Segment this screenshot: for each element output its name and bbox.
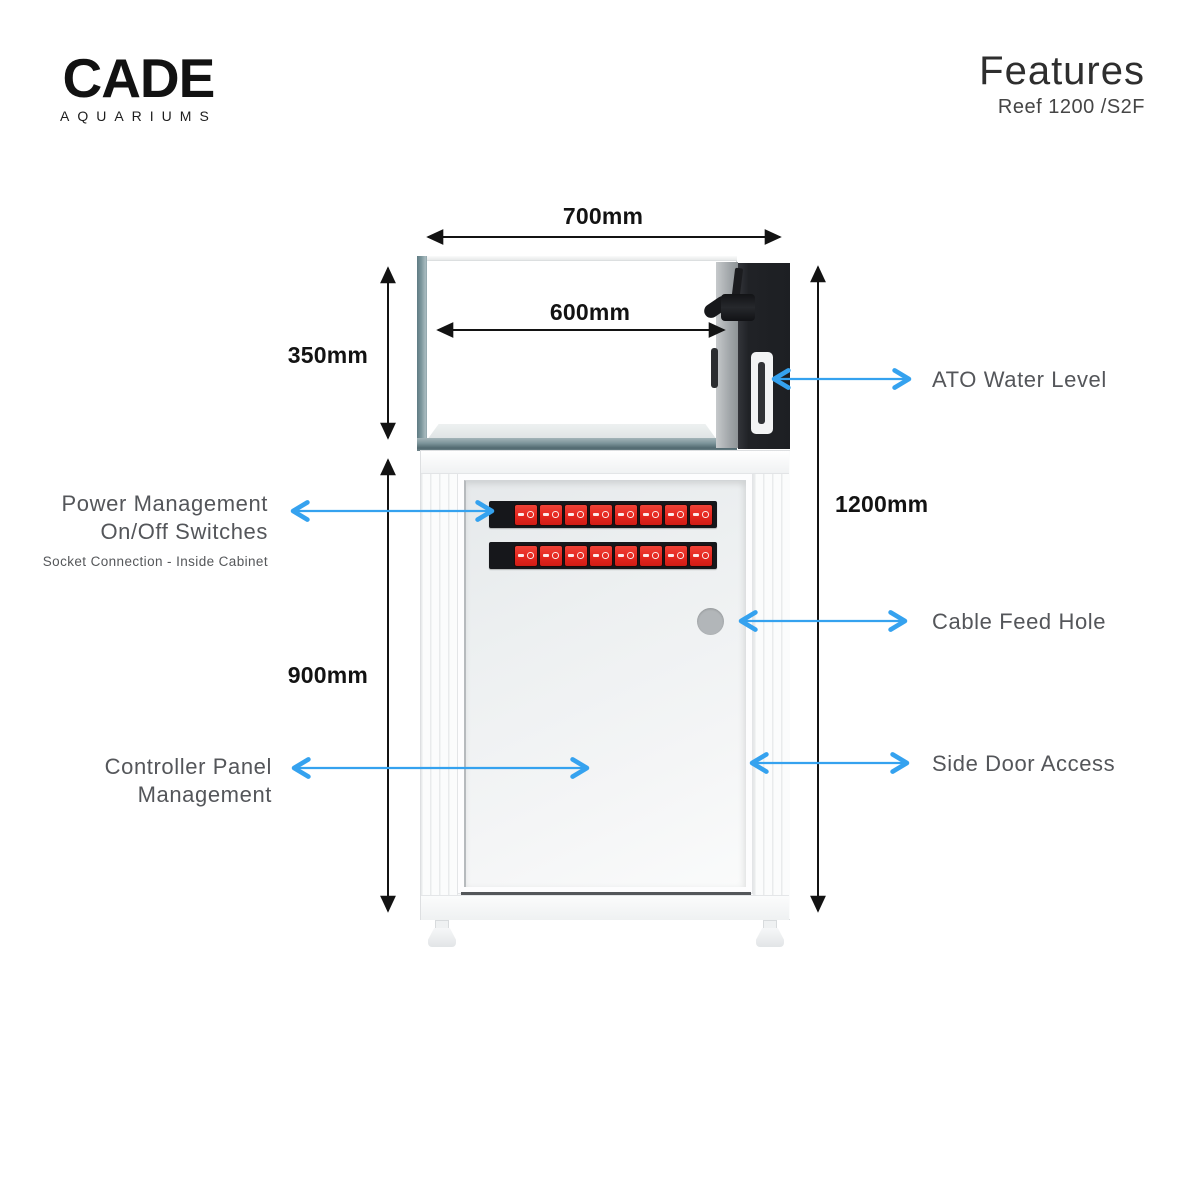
stand-cabinet: [420, 450, 790, 947]
cable-feed-hole: [697, 608, 724, 635]
switch-on-icon: [668, 554, 674, 557]
label-cable-feed-hole: Cable Feed Hole: [932, 609, 1107, 634]
switch-on-icon: [518, 554, 524, 557]
cabinet-foot-left: [428, 920, 456, 947]
weir-slot: [711, 348, 718, 388]
power-switch: [589, 544, 613, 567]
sheet-header: Features Reef 1200 /S2F: [979, 48, 1145, 119]
switch-on-icon: [643, 554, 649, 557]
power-switch: [639, 544, 663, 567]
power-switch-strip-2: [489, 542, 717, 569]
switch-off-icon: [652, 552, 659, 559]
cabinet-door-frame: [457, 473, 753, 894]
controller-label-line2: Management: [137, 782, 272, 807]
plumbing-valve-body: [721, 294, 755, 321]
power-switch: [664, 503, 688, 526]
page-title: Features: [979, 49, 1145, 93]
power-switch: [564, 503, 588, 526]
door-bottom-gap: [461, 892, 751, 895]
label-power-management: Power Management On/Off Switches Socket …: [30, 490, 268, 569]
cabinet-top-rail: [421, 451, 789, 474]
controller-label-line1: Controller Panel: [104, 754, 272, 779]
model-subtitle: Reef 1200 /S2F: [997, 96, 1145, 118]
switch-on-icon: [643, 513, 649, 516]
switch-off-icon: [702, 552, 709, 559]
switch-off-icon: [527, 552, 534, 559]
label-controller-panel: Controller Panel Management: [60, 753, 272, 809]
power-switch: [614, 503, 638, 526]
switch-on-icon: [618, 554, 624, 557]
dim-label-600mm: 600mm: [549, 299, 631, 325]
tank-bottom-glass: [417, 438, 737, 451]
dim-label-900mm: 900mm: [287, 662, 368, 688]
switch-off-icon: [602, 552, 609, 559]
label-side-door-access: Side Door Access: [932, 751, 1116, 776]
power-label-line1: Power Management: [61, 491, 268, 516]
switch-off-icon: [577, 511, 584, 518]
switch-on-icon: [568, 513, 574, 516]
power-switch: [564, 544, 588, 567]
cabinet-right-rail: [753, 451, 790, 919]
switch-off-icon: [602, 511, 609, 518]
switch-on-icon: [593, 513, 599, 516]
power-switch-strip-1: [489, 501, 717, 528]
tank-top-rim: [417, 256, 737, 261]
switch-off-icon: [677, 552, 684, 559]
power-label-note: Socket Connection - Inside Cabinet: [42, 554, 268, 569]
switch-off-icon: [652, 511, 659, 518]
power-switch: [514, 503, 538, 526]
cabinet-bottom-rail: [421, 895, 789, 920]
brand-logo: CADE AQUARIUMS: [60, 50, 217, 124]
dim-label-700mm: 700mm: [562, 203, 644, 229]
power-switch: [639, 503, 663, 526]
power-switch: [614, 544, 638, 567]
power-switch: [664, 544, 688, 567]
cabinet-foot-right: [756, 920, 784, 947]
switch-off-icon: [627, 552, 634, 559]
switch-on-icon: [693, 554, 699, 557]
power-switch: [689, 503, 713, 526]
switch-on-icon: [593, 554, 599, 557]
power-switch: [514, 544, 538, 567]
tank-floor: [427, 424, 717, 440]
external-overflow-box: [738, 263, 790, 449]
power-switch: [539, 544, 563, 567]
switch-off-icon: [527, 511, 534, 518]
switch-on-icon: [543, 554, 549, 557]
dim-label-350mm: 350mm: [287, 342, 368, 368]
tank-glass: [417, 258, 737, 448]
switch-off-icon: [702, 511, 709, 518]
power-label-line2: On/Off Switches: [100, 519, 268, 544]
cabinet-left-rail: [421, 451, 458, 919]
ato-level-window: [751, 352, 773, 434]
power-switch: [539, 503, 563, 526]
switch-on-icon: [543, 513, 549, 516]
aquarium-tank: [417, 256, 790, 451]
switch-on-icon: [518, 513, 524, 516]
switch-on-icon: [693, 513, 699, 516]
tank-left-glass-edge: [417, 256, 427, 446]
power-switch: [689, 544, 713, 567]
switch-off-icon: [577, 552, 584, 559]
dim-label-1200mm: 1200mm: [835, 491, 929, 517]
brand-tagline: AQUARIUMS: [60, 108, 217, 124]
ato-level-slot: [758, 362, 765, 424]
brand-name: CADE: [62, 47, 215, 109]
power-switch: [589, 503, 613, 526]
switch-on-icon: [668, 513, 674, 516]
switch-off-icon: [627, 511, 634, 518]
switch-off-icon: [552, 511, 559, 518]
switch-off-icon: [552, 552, 559, 559]
switch-on-icon: [618, 513, 624, 516]
switch-off-icon: [677, 511, 684, 518]
switch-on-icon: [568, 554, 574, 557]
label-ato-water-level: ATO Water Level: [932, 367, 1107, 392]
